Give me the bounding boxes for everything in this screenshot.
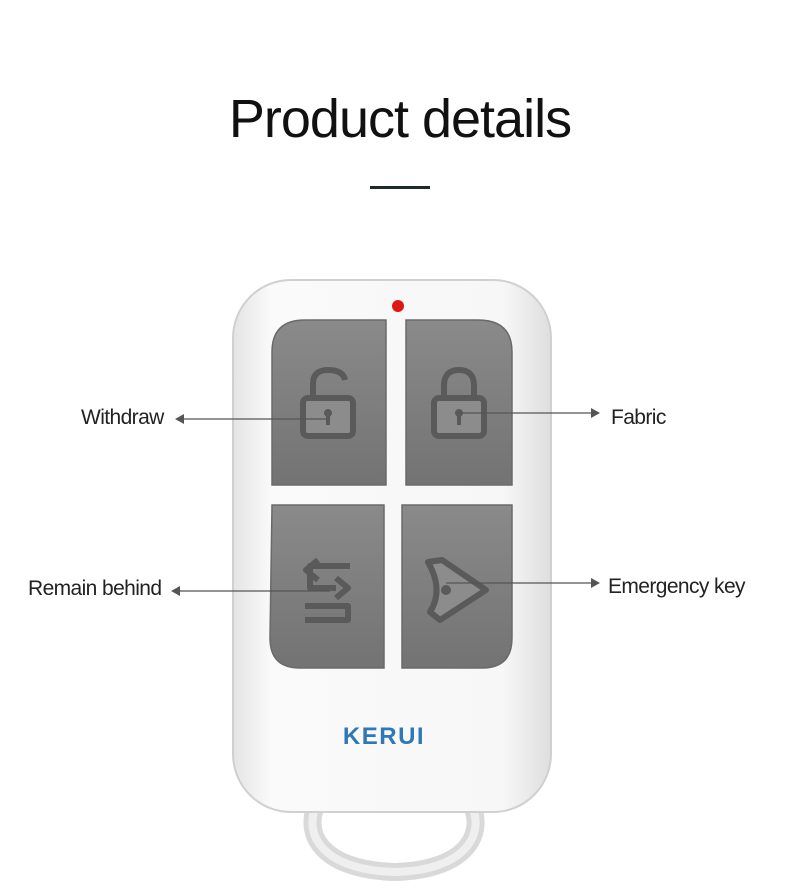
alarm-bell-icon bbox=[425, 557, 489, 623]
led-indicator bbox=[392, 300, 404, 312]
callout-remain-behind: Remain behind bbox=[28, 577, 162, 600]
keyring-loop bbox=[303, 789, 485, 882]
brand-logo: KERUI bbox=[343, 723, 425, 750]
page-title: Product details bbox=[228, 89, 572, 149]
callout-withdraw: Withdraw bbox=[81, 406, 164, 429]
home-arm-icon bbox=[303, 557, 351, 623]
callout-emergency-key: Emergency key bbox=[608, 575, 746, 598]
title-underline bbox=[370, 186, 430, 189]
lock-icon bbox=[431, 366, 487, 439]
callout-arrows bbox=[171, 408, 600, 596]
unlock-icon bbox=[300, 366, 356, 439]
callout-fabric: Fabric bbox=[611, 406, 666, 429]
